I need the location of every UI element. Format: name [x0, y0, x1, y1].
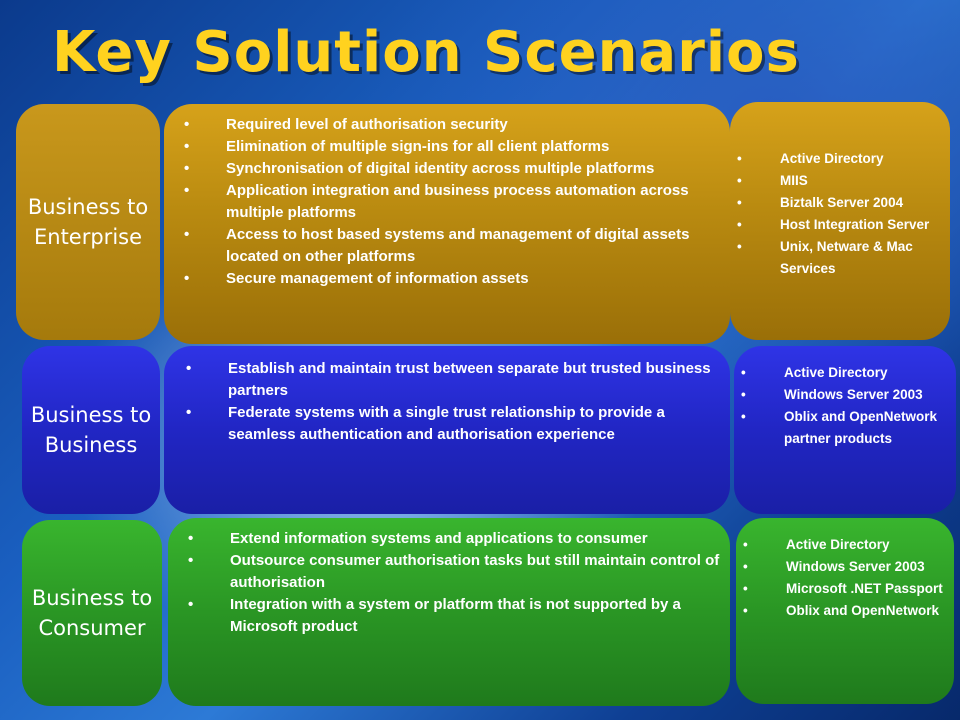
scenarios-business: Establish and maintain trust between sep… — [164, 346, 730, 514]
product-item: Unix, Netware & Mac Services — [730, 236, 950, 280]
products-enterprise: Active Directory MIIS Biztalk Server 200… — [730, 102, 950, 340]
row-label-line2: Business — [44, 433, 138, 457]
product-item: Active Directory — [730, 148, 950, 170]
products-consumer: Active Directory Windows Server 2003 Mic… — [736, 518, 954, 704]
scenarios-enterprise: Required level of authorisation security… — [164, 104, 730, 344]
row-label-consumer: Business to Consumer — [22, 520, 162, 706]
slide-title: Key Solution Scenarios — [52, 20, 800, 85]
row-label-business: Business to Business — [22, 346, 160, 514]
product-item: Active Directory — [734, 362, 956, 384]
row-label-line1: Business to — [27, 195, 149, 219]
scenario-item: Extend information systems and applicati… — [180, 528, 720, 550]
product-item: Windows Server 2003 — [736, 556, 954, 578]
product-item: Oblix and OpenNetwork — [736, 600, 954, 622]
row-label-line2: Enterprise — [33, 225, 143, 249]
product-item: Host Integration Server — [730, 214, 950, 236]
scenario-item: Required level of authorisation security — [176, 114, 720, 136]
product-item: Oblix and OpenNetwork partner products — [734, 406, 956, 450]
row-label-line1: Business to — [30, 403, 152, 427]
scenario-item: Elimination of multiple sign-ins for all… — [176, 136, 720, 158]
row-label-line1: Business to — [31, 586, 153, 610]
product-item: Microsoft .NET Passport — [736, 578, 954, 600]
row-label-enterprise: Business to Enterprise — [16, 104, 160, 340]
products-business: Active Directory Windows Server 2003 Obl… — [734, 346, 956, 514]
scenario-item: Access to host based systems and managem… — [176, 224, 720, 268]
row-label-line2: Consumer — [38, 616, 146, 640]
scenario-item: Integration with a system or platform th… — [180, 594, 720, 638]
scenario-item: Synchronisation of digital identity acro… — [176, 158, 720, 180]
product-item: MIIS — [730, 170, 950, 192]
product-item: Windows Server 2003 — [734, 384, 956, 406]
scenario-item: Federate systems with a single trust rel… — [178, 402, 720, 446]
product-item: Active Directory — [736, 534, 954, 556]
scenario-item: Establish and maintain trust between sep… — [178, 358, 720, 402]
scenario-item: Application integration and business pro… — [176, 180, 720, 224]
scenarios-consumer: Extend information systems and applicati… — [168, 518, 730, 706]
scenario-item: Outsource consumer authorisation tasks b… — [180, 550, 720, 594]
product-item: Biztalk Server 2004 — [730, 192, 950, 214]
scenario-item: Secure management of information assets — [176, 268, 720, 290]
